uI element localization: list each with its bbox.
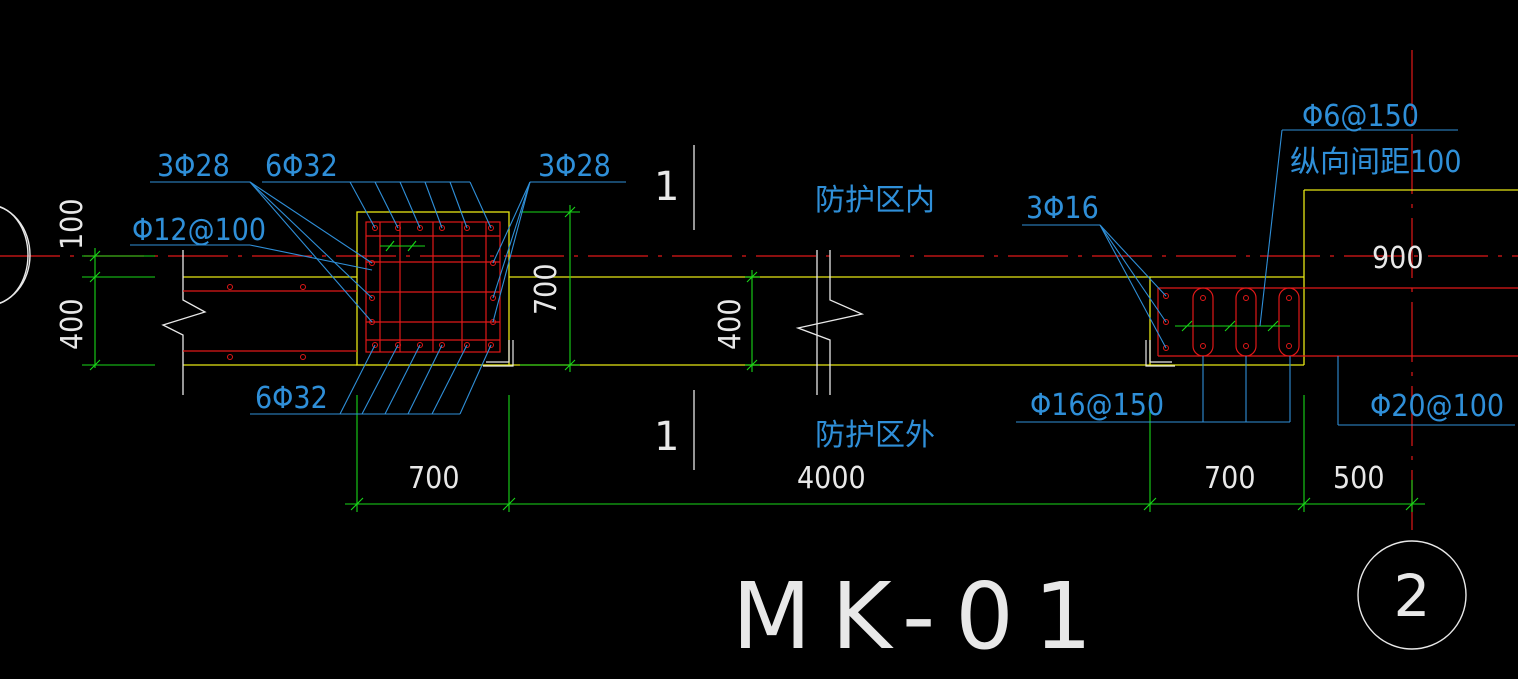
section-mark-top: 1 — [654, 164, 679, 210]
zone-outside: 防护区外 — [815, 418, 935, 453]
leader-lines — [130, 129, 1515, 426]
label-6phi32-top: 6Φ32 — [265, 149, 338, 184]
label-3phi16: 3Φ16 — [1026, 191, 1099, 226]
label-3phi28-left: 3Φ28 — [157, 149, 230, 184]
axis-number: 2 — [1394, 562, 1431, 630]
dimension-lines — [82, 205, 1425, 512]
label-phi12-100: Φ12@100 — [132, 213, 266, 248]
drawing-title: MK-01 — [732, 563, 1112, 670]
label-3phi28-right: 3Φ28 — [538, 149, 611, 184]
label-phi6-150: Φ6@150 — [1302, 99, 1419, 134]
dim-column-height: 700 — [529, 263, 564, 315]
left-axis-bubble — [0, 206, 29, 304]
dim-bottom-2: 4000 — [797, 461, 866, 496]
rebar — [183, 221, 1518, 357]
dim-mid-wall: 400 — [713, 298, 748, 350]
angle-plates — [483, 340, 1175, 367]
break-lines — [161, 145, 865, 470]
dim-left-wall: 400 — [55, 298, 90, 350]
zone-inside: 防护区内 — [815, 183, 935, 218]
axis-lines — [0, 50, 1518, 540]
label-6phi32-bottom: 6Φ32 — [255, 381, 328, 416]
dim-bottom-4: 500 — [1333, 461, 1385, 496]
label-spacing-100: 纵向间距100 — [1290, 145, 1462, 180]
dim-bottom-1: 700 — [408, 461, 460, 496]
label-phi20-100: Φ20@100 — [1370, 389, 1504, 424]
dim-bottom-3: 700 — [1204, 461, 1256, 496]
wall-outline — [183, 189, 1518, 366]
axis-bubble-2 — [1357, 540, 1467, 650]
rebar-dots — [227, 225, 1292, 360]
section-mark-bottom: 1 — [654, 414, 679, 460]
dim-right-offset: 900 — [1372, 241, 1424, 276]
label-phi16-150: Φ16@150 — [1030, 388, 1164, 423]
dim-left-top: 100 — [55, 198, 90, 250]
